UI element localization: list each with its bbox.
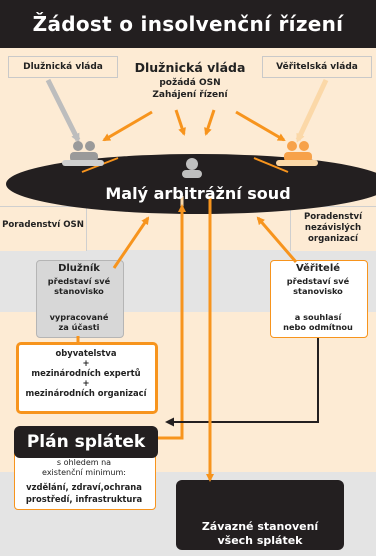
arrow-center-mid-left — [174, 109, 186, 136]
final-decision-box — [176, 480, 344, 550]
person-icon — [182, 158, 202, 178]
court-label: Malý arbitrážní soud — [105, 184, 291, 203]
creditors-line-4: nebo odmítnou — [283, 322, 353, 332]
debtor-heading: Dlužník — [58, 263, 100, 274]
arrow-debtor-to-court — [112, 216, 150, 269]
minimum-line-3: vzdělání, zdraví,ochrana — [26, 482, 142, 492]
ngo-advisory-label-1: Poradenství — [303, 212, 363, 222]
title-bar — [0, 0, 376, 48]
arrow-center-left — [102, 110, 153, 142]
center-heading: Dlužnická vláda — [134, 60, 246, 75]
arrow-center-right — [235, 110, 286, 142]
ngo-advisory-label-2: nezávislých — [304, 223, 362, 233]
arrow-debtor-gov — [45, 78, 81, 143]
experts-plus-2: + — [82, 378, 90, 388]
experts-box — [16, 342, 158, 414]
un-advisory-box — [0, 206, 87, 251]
arrow-plan-to-court — [158, 204, 186, 440]
experts-line-3: mezinárodních organizací — [25, 388, 147, 398]
debtor-box — [36, 260, 124, 338]
creditors-box — [270, 260, 368, 338]
plan-box: Plán splátek — [14, 426, 158, 458]
minimum-box — [14, 448, 156, 510]
creditor-government-box: Věřitelská vláda — [262, 56, 372, 78]
creditors-to-plan — [165, 338, 319, 427]
court-ellipse — [6, 154, 376, 214]
arrow-creditor-gov — [295, 78, 329, 143]
un-advisory-label: Poradenství OSN — [2, 220, 84, 230]
arrow-center-mid-right — [204, 109, 216, 136]
ngo-advisory-label-3: organizací — [308, 234, 358, 244]
experts-line-2: mezinárodních expertů — [31, 368, 141, 378]
experts-line-1: obyvatelstva — [55, 348, 117, 358]
people-group-orange-icon — [276, 141, 318, 166]
page-title: Žádost o insolvenční řízení — [32, 12, 344, 36]
arrow-creditors-to-court — [256, 216, 298, 263]
minimum-line-1: s ohledem na — [56, 458, 112, 467]
minimum-line-4: prostředí, infrastruktura — [25, 494, 143, 504]
final-line-2: všech splátek — [217, 534, 303, 547]
people-group-grey-icon — [62, 141, 104, 166]
experts-plus-1: + — [82, 358, 90, 368]
creditors-heading: Věřitelé — [295, 263, 341, 274]
debtor-line-4: za účasti — [58, 322, 100, 332]
creditors-line-2: stanovisko — [293, 286, 343, 296]
ngo-advisory-box — [290, 206, 376, 251]
creditors-line-3: a souhlasí — [294, 312, 342, 322]
debtor-line-3: vypracované — [49, 312, 109, 322]
minimum-line-2: existenční minimum: — [42, 468, 126, 477]
link-right-group — [253, 157, 289, 173]
creditors-line-1: představí své — [286, 276, 350, 286]
debtor-line-1: představí své — [47, 276, 111, 286]
debtor-government-box: Dlužnická vláda — [8, 56, 118, 78]
center-line-1: požádá OSN — [159, 78, 221, 88]
debtor-line-2: stanovisko — [54, 286, 104, 296]
final-line-1: Závazné stanovení — [201, 520, 319, 533]
center-line-2: Zahájení řízení — [152, 90, 228, 100]
